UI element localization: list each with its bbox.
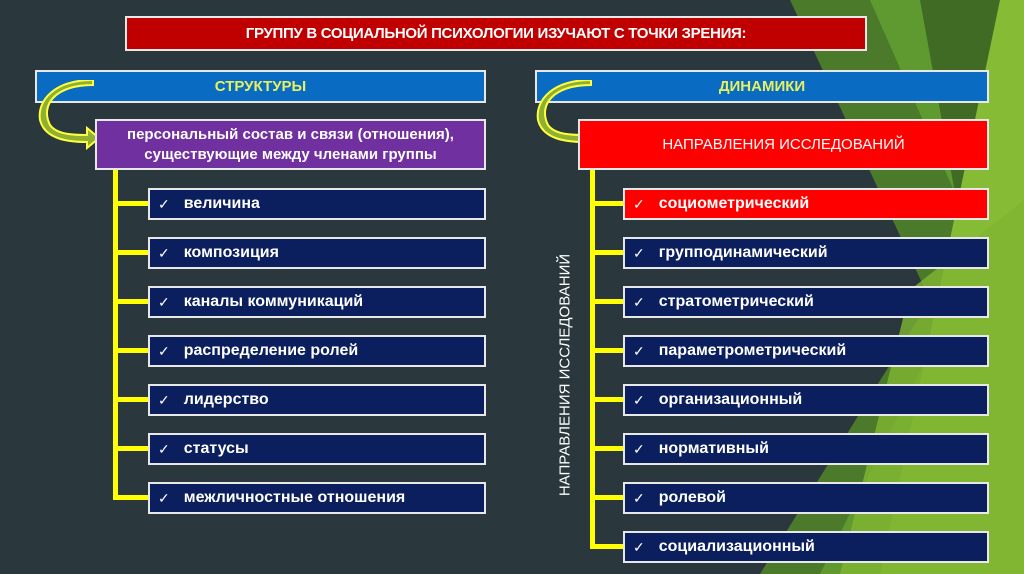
item-label: распределение ролей <box>183 342 359 359</box>
dynamics-header: ДИНАМИКИ <box>535 70 989 103</box>
left-list-item: ✓ распределение ролей <box>148 335 486 367</box>
check-icon: ✓ <box>633 195 645 212</box>
item-label: композиция <box>183 244 279 261</box>
left-list-item: ✓ величина <box>148 188 486 220</box>
connector-branch <box>590 201 623 206</box>
connector-branch <box>590 544 623 549</box>
connector-branch <box>113 495 148 500</box>
slide-title: ГРУППУ В СОЦИАЛЬНОЙ ПСИХОЛОГИИ ИЗУЧАЮТ С… <box>125 16 867 51</box>
connector-branch <box>590 397 623 402</box>
item-label: стратометрический <box>658 293 814 310</box>
item-label: каналы коммуникаций <box>183 293 364 310</box>
check-icon: ✓ <box>158 244 170 261</box>
check-icon: ✓ <box>633 293 645 310</box>
description-line-2: существующие между членами группы <box>144 145 437 163</box>
check-icon: ✓ <box>158 195 170 212</box>
connector-branch <box>590 299 623 304</box>
connector-branch <box>590 495 623 500</box>
check-icon: ✓ <box>633 244 645 261</box>
item-label: нормативный <box>658 440 769 457</box>
connector-line <box>590 170 595 548</box>
check-icon: ✓ <box>158 489 170 506</box>
check-icon: ✓ <box>158 391 170 408</box>
right-list-item: ✓ нормативный <box>623 433 989 465</box>
connector-branch <box>113 201 148 206</box>
description-line-1: персональный состав и связи (отношения), <box>127 125 454 143</box>
curved-arrow-icon <box>38 80 101 150</box>
connector-branch <box>590 446 623 451</box>
left-list-item: ✓ межличностные отношения <box>148 482 486 514</box>
right-list-item: ✓ социализационный <box>623 531 989 563</box>
structure-header: СТРУКТУРЫ <box>35 70 486 103</box>
item-label: ролевой <box>658 489 726 506</box>
item-label: социометрический <box>658 195 810 212</box>
left-list-item: ✓ композиция <box>148 237 486 269</box>
connector-branch <box>113 348 148 353</box>
connector-branch <box>113 299 148 304</box>
right-list-item: ✓ стратометрический <box>623 286 989 318</box>
right-list-item: ✓ социометрический <box>623 188 989 220</box>
right-list-item: ✓ ролевой <box>623 482 989 514</box>
connector-branch <box>113 250 148 255</box>
research-directions-box: НАПРАВЛЕНИЯ ИССЛЕДОВАНИЙ <box>578 119 989 170</box>
check-icon: ✓ <box>633 538 645 555</box>
check-icon: ✓ <box>633 342 645 359</box>
item-label: лидерство <box>183 391 269 408</box>
check-icon: ✓ <box>158 293 170 310</box>
left-list-item: ✓ статусы <box>148 433 486 465</box>
check-icon: ✓ <box>158 342 170 359</box>
check-icon: ✓ <box>633 440 645 457</box>
vertical-label: НАПРАВЛЕНИЯ ИССЛЕДОВАНИЙ <box>556 253 574 497</box>
check-icon: ✓ <box>633 391 645 408</box>
connector-line <box>113 170 118 500</box>
check-icon: ✓ <box>158 440 170 457</box>
connector-branch <box>113 397 148 402</box>
check-icon: ✓ <box>633 489 645 506</box>
item-label: групподинамический <box>658 244 828 261</box>
connector-branch <box>590 348 623 353</box>
left-list-item: ✓ лидерство <box>148 384 486 416</box>
right-list-item: ✓ организационный <box>623 384 989 416</box>
left-list-item: ✓ каналы коммуникаций <box>148 286 486 318</box>
item-label: межличностные отношения <box>183 489 406 506</box>
item-label: социализационный <box>658 538 815 555</box>
right-list-item: ✓ групподинамический <box>623 237 989 269</box>
connector-branch <box>113 446 148 451</box>
right-list-item: ✓ параметрометрический <box>623 335 989 367</box>
structure-description: персональный состав и связи (отношения),… <box>95 119 486 170</box>
item-label: организационный <box>658 391 803 408</box>
item-label: величина <box>183 195 260 212</box>
connector-branch <box>590 250 623 255</box>
item-label: статусы <box>183 440 249 457</box>
item-label: параметрометрический <box>658 342 847 359</box>
